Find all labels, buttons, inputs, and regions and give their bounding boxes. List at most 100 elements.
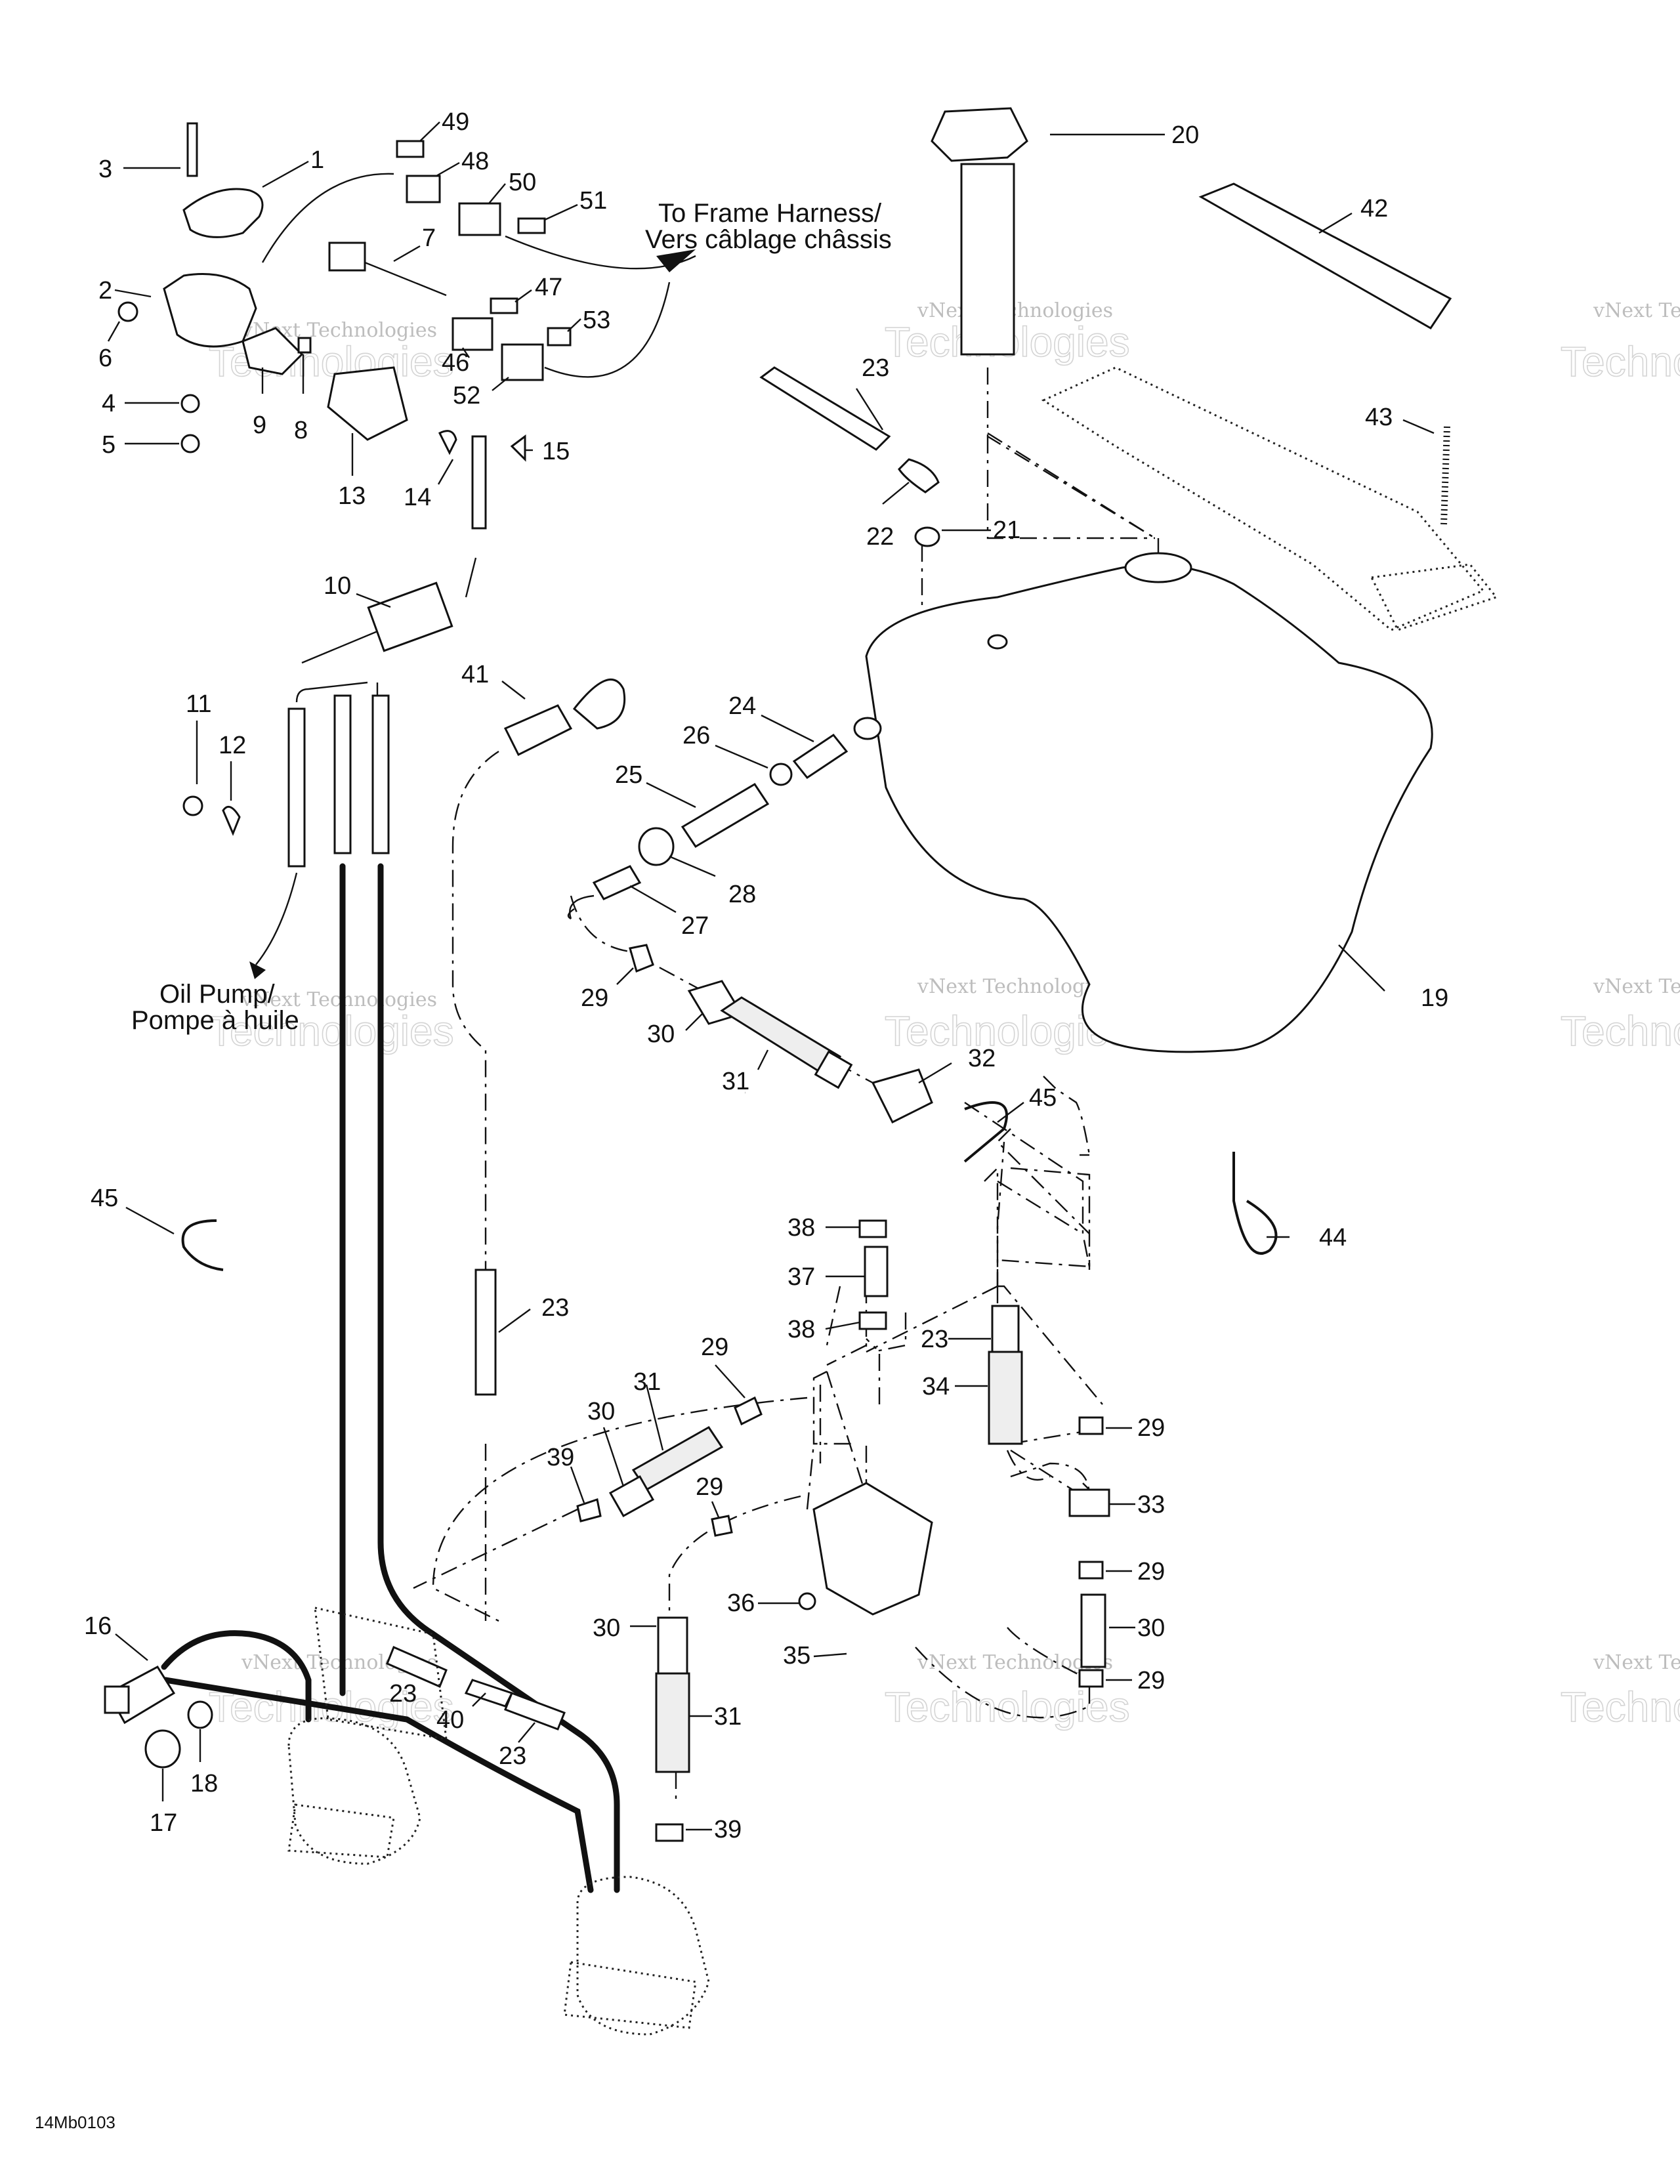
leader-line <box>419 121 440 142</box>
routing-dashed <box>1006 1450 1051 1480</box>
leader-line <box>602 1427 625 1487</box>
fuel-pump-parts <box>104 1219 1110 2036</box>
sensor-wire <box>162 1677 594 1893</box>
leader-line <box>685 1013 703 1031</box>
leader-line <box>262 160 309 188</box>
frame-harness-note: To Frame Harness/ <box>658 199 882 228</box>
throttle-cable <box>377 863 620 1893</box>
watermark-text: Technologies <box>885 1683 1130 1731</box>
primer-knob <box>572 678 626 730</box>
routing-dashed <box>1010 1167 1091 1267</box>
routing-dashed <box>570 895 631 953</box>
grommet <box>638 827 675 866</box>
callout-29: 29 <box>1137 1667 1165 1694</box>
cable-line <box>465 557 477 598</box>
routing-dashed <box>1043 1076 1091 1156</box>
sensor-seal <box>144 1729 181 1769</box>
callout-11: 11 <box>186 690 211 718</box>
callout-30: 30 <box>1137 1614 1165 1642</box>
spring-guard <box>720 996 842 1078</box>
leader-line <box>462 347 470 358</box>
rubber-seal <box>327 366 408 441</box>
frame-bracket <box>1370 563 1498 631</box>
callout-42: 42 <box>1360 195 1388 222</box>
routing-dashed <box>997 1180 1083 1235</box>
routing-dashed <box>866 1285 998 1353</box>
callout-44: 44 <box>1319 1224 1347 1251</box>
carburetor <box>287 1803 395 1858</box>
carburetor <box>287 1717 421 1865</box>
callout-10: 10 <box>324 572 351 600</box>
routing-dashed <box>806 1443 815 1510</box>
hose-clamp <box>655 1823 684 1842</box>
leader-lines <box>107 121 1435 1831</box>
leader-line <box>669 855 716 877</box>
callout-23: 23 <box>862 354 889 382</box>
gasket <box>242 327 304 375</box>
watermarks: vNext Technologies Technologies vNext Te… <box>208 299 1680 1731</box>
connector-housing <box>458 202 501 236</box>
switch-cover <box>182 188 264 238</box>
leader-line <box>436 161 460 177</box>
pump-screw <box>798 1592 816 1610</box>
tee-fitting <box>1068 1488 1110 1517</box>
callout-17: 17 <box>150 1809 177 1837</box>
washer <box>182 795 203 816</box>
callout-39: 39 <box>547 1444 574 1471</box>
tension-spring <box>1440 426 1450 526</box>
watermark-text: vNext Technologies <box>917 975 1113 998</box>
spring-guard <box>655 1672 690 1773</box>
leader-line <box>437 459 454 485</box>
callout-29: 29 <box>696 1473 723 1501</box>
leader-line <box>645 1384 664 1451</box>
callout-45: 45 <box>91 1185 118 1212</box>
callout-40: 40 <box>436 1706 464 1734</box>
routing-dashed <box>452 750 499 1280</box>
watermark-text: Technologies <box>1561 338 1680 385</box>
callout-22: 22 <box>866 523 894 551</box>
hose-clip <box>871 1068 933 1124</box>
callout-49: 49 <box>442 108 469 136</box>
routing-dashed <box>1010 1429 1090 1445</box>
callout-16: 16 <box>84 1612 112 1640</box>
leader-line <box>882 482 910 505</box>
hose-line <box>569 894 595 919</box>
callout-31: 31 <box>722 1068 749 1095</box>
leader-line <box>855 388 884 430</box>
callout-28: 28 <box>728 881 756 908</box>
cable-line <box>301 629 381 664</box>
leader-line <box>997 1102 1024 1123</box>
washer <box>180 394 200 413</box>
hose-clamp <box>576 1498 602 1522</box>
oil-pump-note: Pompe à huile <box>131 1006 299 1035</box>
routing-dashed <box>413 1508 578 1589</box>
watermark-text: vNext Technologies <box>241 988 437 1011</box>
wire <box>261 173 394 263</box>
cable-clip <box>963 1101 1008 1163</box>
hose-clamp <box>1078 1561 1104 1580</box>
watermark-text: vNext Technologies <box>1593 975 1680 998</box>
vent-hose <box>474 1269 497 1396</box>
callout-53: 53 <box>583 306 610 334</box>
callout-29: 29 <box>581 984 608 1012</box>
hose-clamp <box>1078 1669 1104 1688</box>
fuel-fitting <box>592 865 642 900</box>
routing-dashed <box>826 1286 841 1346</box>
circlip <box>222 805 241 836</box>
leader-line <box>1318 212 1353 234</box>
hose-tube <box>991 1305 1020 1353</box>
leader-line <box>567 318 581 332</box>
watermark-text: vNext Technologies <box>1593 299 1680 322</box>
callout-9: 9 <box>253 411 266 439</box>
leader-line <box>107 321 121 342</box>
cable-junction-box <box>367 581 453 652</box>
leader-line <box>711 1501 720 1518</box>
grommet <box>914 526 940 547</box>
hose-tube <box>681 782 770 849</box>
watermark-text: vNext Technologies <box>1593 1651 1680 1674</box>
callout-30: 30 <box>587 1398 615 1425</box>
tank-cap-gear <box>931 107 1028 162</box>
watermark-text: vNext Technologies <box>917 299 1113 322</box>
fuel-hose <box>1080 1593 1106 1668</box>
elbow-fitting <box>898 458 940 494</box>
